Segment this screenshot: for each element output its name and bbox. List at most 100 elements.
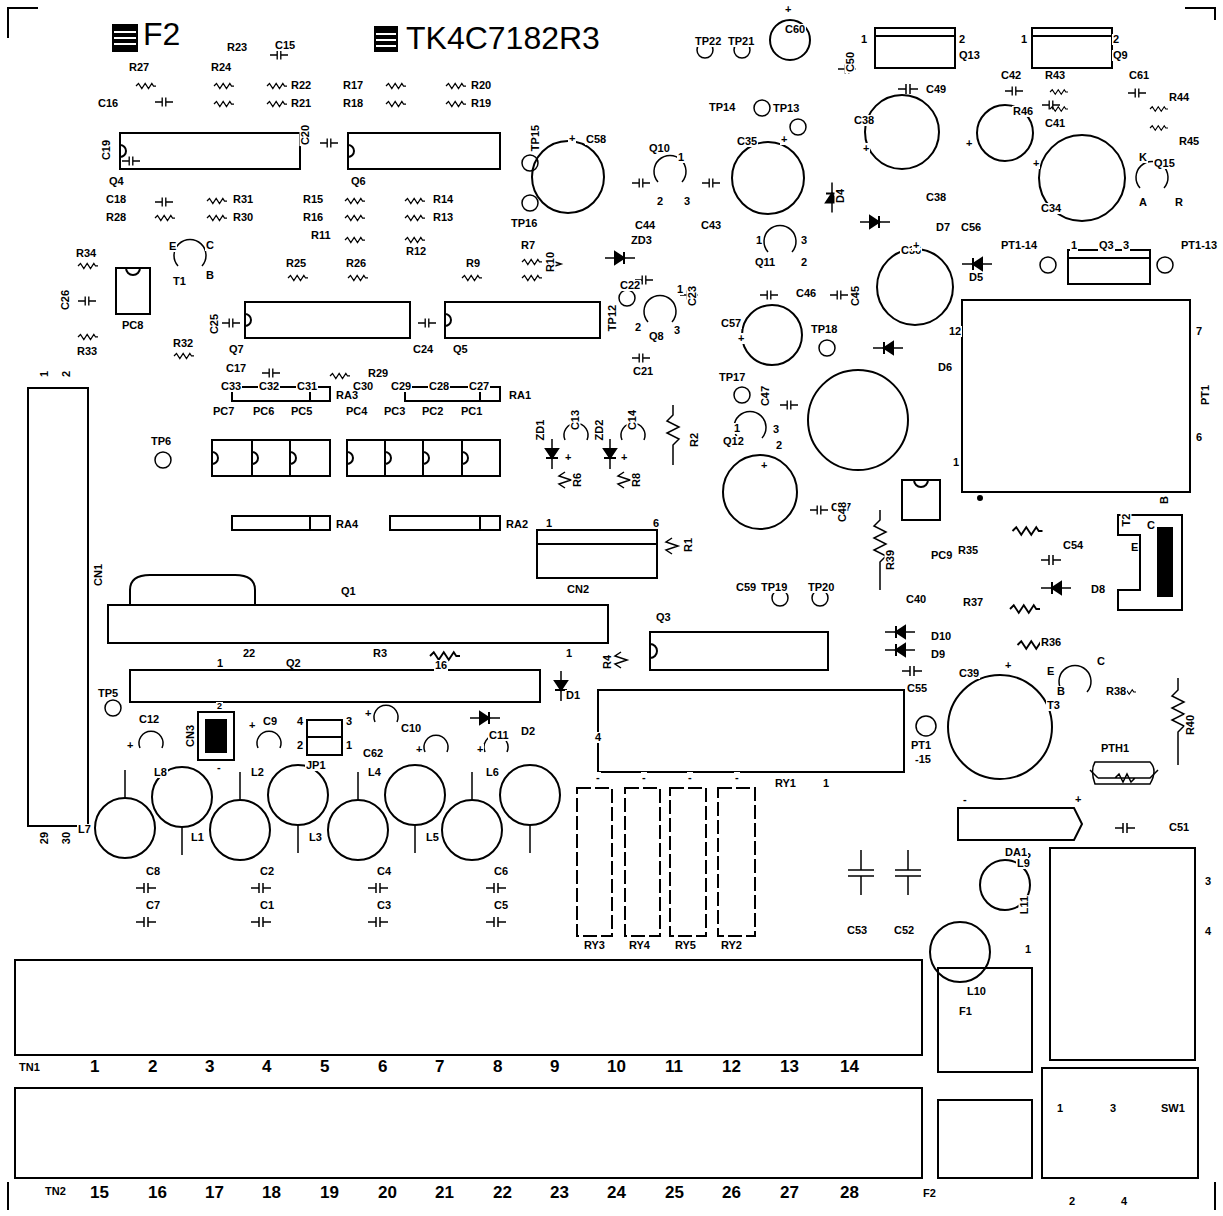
part-label: 1 bbox=[89, 1058, 100, 1075]
part-label: 2 bbox=[656, 196, 664, 207]
part-label: C56 bbox=[960, 222, 982, 233]
part-label: 3 bbox=[345, 716, 353, 727]
part-label: 1 bbox=[676, 284, 684, 295]
part-label: PC9 bbox=[930, 550, 953, 561]
part-label: C33 bbox=[220, 381, 242, 392]
part-label: R28 bbox=[105, 212, 127, 223]
part-label: B bbox=[1056, 686, 1066, 697]
part-label: PTH1 bbox=[1100, 743, 1130, 754]
part-label: C12 bbox=[138, 714, 160, 725]
part-label: PC2 bbox=[421, 406, 444, 417]
part-label: C50 bbox=[845, 51, 856, 73]
part-label: 21 bbox=[434, 1184, 455, 1201]
part-label: R35 bbox=[957, 545, 979, 556]
part-label: C16 bbox=[97, 98, 119, 109]
part-label: RY1 bbox=[774, 778, 797, 789]
part-label: Q1 bbox=[340, 586, 357, 597]
part-label: R11 bbox=[310, 230, 332, 241]
part-label: C44 bbox=[634, 220, 656, 231]
part-label: R14 bbox=[432, 194, 454, 205]
part-label: R19 bbox=[470, 98, 492, 109]
part-label: R16 bbox=[302, 212, 324, 223]
part-label: C53 bbox=[846, 925, 868, 936]
part-label: TP21 bbox=[727, 36, 755, 47]
part-label: R44 bbox=[1168, 92, 1190, 103]
part-label: 9 bbox=[549, 1058, 560, 1075]
part-label: 7 bbox=[434, 1058, 445, 1075]
part-label: 3 bbox=[1122, 240, 1130, 251]
part-label: D7 bbox=[935, 222, 951, 233]
part-label: L3 bbox=[308, 832, 323, 843]
part-label: C57 bbox=[720, 318, 742, 329]
part-label: 1 bbox=[755, 235, 763, 246]
part-label: R37 bbox=[962, 597, 984, 608]
part-label: 6 bbox=[1195, 432, 1203, 443]
part-label: D9 bbox=[930, 649, 946, 660]
part-label: + bbox=[1074, 794, 1082, 805]
part-label: D8 bbox=[1090, 584, 1106, 595]
part-label: C54 bbox=[1062, 540, 1084, 551]
part-label: 13 bbox=[779, 1058, 800, 1075]
part-label: 2 bbox=[1068, 1196, 1076, 1207]
part-label: RA1 bbox=[508, 390, 532, 401]
part-label: R38 bbox=[1105, 686, 1127, 697]
part-label: C26 bbox=[60, 289, 71, 311]
part-label: Q9 bbox=[1112, 50, 1129, 61]
part-label: PC8 bbox=[121, 320, 144, 331]
part-label: 3 bbox=[1204, 876, 1212, 887]
part-label: + bbox=[784, 4, 792, 15]
part-label: R6 bbox=[572, 472, 583, 488]
part-label: TP19 bbox=[760, 582, 788, 593]
part-label: C51 bbox=[1168, 822, 1190, 833]
part-label: JP1 bbox=[305, 760, 327, 771]
part-label: Q6 bbox=[350, 176, 367, 187]
part-label: Q7 bbox=[228, 344, 245, 355]
part-label: + bbox=[912, 240, 920, 251]
part-label: R15 bbox=[302, 194, 324, 205]
part-label: D4 bbox=[835, 188, 846, 204]
part-label: 19 bbox=[319, 1184, 340, 1201]
part-label: R26 bbox=[345, 258, 367, 269]
part-label: ZD3 bbox=[630, 235, 653, 246]
part-label: Q3 bbox=[655, 612, 672, 623]
part-label: - bbox=[641, 772, 647, 783]
part-label: 15 bbox=[89, 1184, 110, 1201]
part-label: L9 bbox=[1016, 858, 1031, 869]
part-label: RY2 bbox=[720, 940, 743, 951]
part-label: RA4 bbox=[335, 519, 359, 530]
part-label: C42 bbox=[1000, 70, 1022, 81]
part-label: C14 bbox=[627, 409, 638, 431]
part-label: C47 bbox=[760, 385, 771, 407]
part-label: 4 bbox=[1204, 926, 1212, 937]
part-label: Q5 bbox=[452, 344, 469, 355]
part-label: R3 bbox=[372, 648, 388, 659]
part-label: - bbox=[595, 772, 601, 783]
part-label: C20 bbox=[300, 124, 311, 146]
part-label: R bbox=[1174, 197, 1184, 208]
part-label: 16 bbox=[147, 1184, 168, 1201]
part-label: CN2 bbox=[566, 584, 590, 595]
part-label: R25 bbox=[285, 258, 307, 269]
part-label: PT1 bbox=[910, 740, 932, 751]
part-label: D5 bbox=[968, 272, 984, 283]
part-label: E bbox=[168, 241, 177, 252]
part-label: Q4 bbox=[108, 176, 125, 187]
part-label: + bbox=[364, 708, 372, 719]
part-label: C61 bbox=[1128, 70, 1150, 81]
part-label: 3 bbox=[683, 196, 691, 207]
part-label: R10 bbox=[545, 251, 556, 273]
part-label: C29 bbox=[390, 381, 412, 392]
part-label: R43 bbox=[1044, 70, 1066, 81]
part-label: L5 bbox=[425, 832, 440, 843]
part-label: F2 bbox=[922, 1188, 937, 1199]
part-label: 26 bbox=[721, 1184, 742, 1201]
part-label: C8 bbox=[145, 866, 161, 877]
part-label: 10 bbox=[606, 1058, 627, 1075]
part-label: C46 bbox=[795, 288, 817, 299]
part-label: C45 bbox=[850, 285, 861, 307]
part-label: 12 bbox=[948, 326, 962, 337]
part-label: 2 bbox=[1112, 34, 1120, 45]
part-label: 1 bbox=[39, 370, 50, 378]
part-label: R31 bbox=[232, 194, 254, 205]
